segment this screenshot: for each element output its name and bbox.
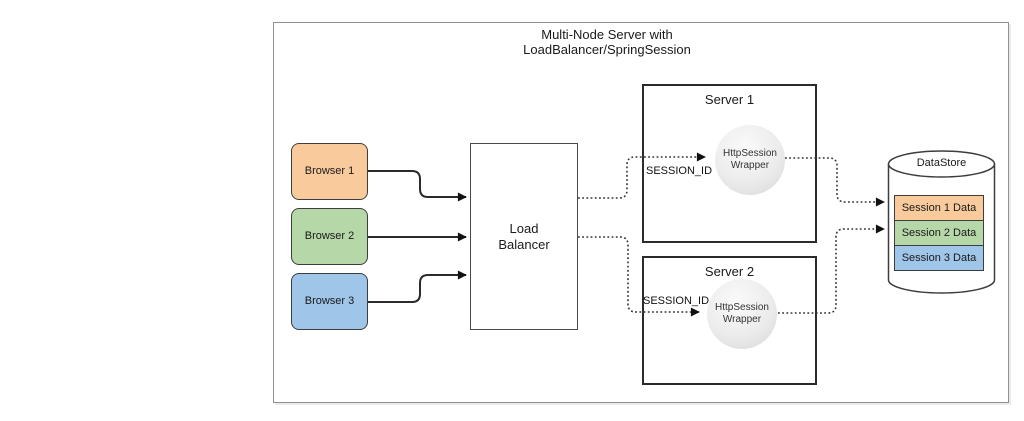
datastore-row-session2-label: Session 2 Data [901,227,977,239]
datastore-row-session1-label: Session 1 Data [901,202,977,214]
browser-1-label: Browser 1 [304,165,355,177]
browser-2-node: Browser 2 [291,208,368,265]
browser-1-node: Browser 1 [291,143,368,200]
load-balancer-label: Load Balancer [498,220,550,252]
httpsession-wrapper-1: HttpSession Wrapper [715,125,785,195]
session-id-label-1: SESSION_ID [646,165,713,177]
httpsession-wrapper-2: HttpSession Wrapper [707,279,777,349]
session-id-label-2: SESSION_ID [643,295,710,307]
datastore-row-session3-label: Session 3 Data [901,252,977,264]
httpsession-wrapper-1-label: HttpSession Wrapper [723,148,777,171]
datastore-row-session3: Session 3 Data [894,245,984,271]
datastore-title: DataStore [916,157,967,169]
diagram-frame [273,22,1009,403]
browser-3-node: Browser 3 [291,273,368,330]
httpsession-wrapper-2-label: HttpSession Wrapper [715,302,769,325]
server-2-title: Server 2 [704,264,755,279]
server-1-title: Server 1 [704,92,755,107]
browser-2-label: Browser 2 [304,230,355,242]
datastore-cylinder-top [887,150,996,178]
datastore-row-session2: Session 2 Data [894,220,984,246]
browser-3-label: Browser 3 [304,295,355,307]
datastore-row-session1: Session 1 Data [894,195,984,221]
diagram-title: Multi-Node Server with LoadBalancer/Spri… [523,27,691,57]
load-balancer-node: Load Balancer [470,143,578,330]
